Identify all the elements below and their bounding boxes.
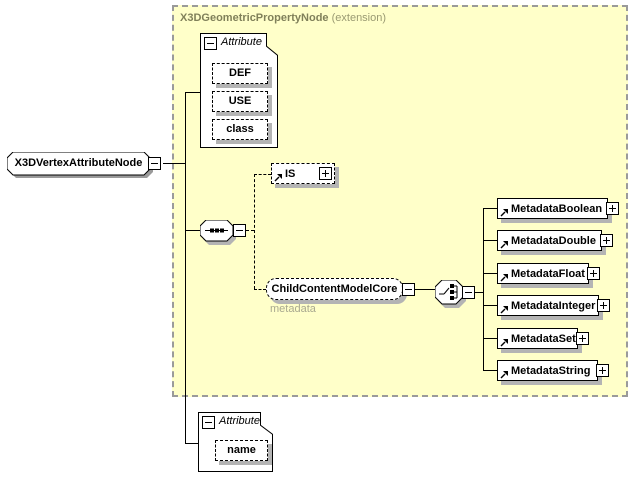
connector-metadata-5 bbox=[483, 338, 497, 339]
choice-collapse-toggle[interactable] bbox=[462, 286, 475, 299]
attribute-group-top: Attribute DEF USE class bbox=[200, 33, 278, 148]
childcontentmodelcore-collapse-toggle[interactable] bbox=[402, 283, 415, 296]
attribute-group-top-toggle[interactable] bbox=[204, 37, 217, 50]
connector-choice-in bbox=[414, 289, 435, 290]
connector-attr-top bbox=[185, 92, 200, 93]
attribute-group-top-label: Attribute bbox=[221, 36, 262, 48]
connector-attr-bottom bbox=[185, 443, 198, 444]
attribute-group-bottom-toggle[interactable] bbox=[202, 416, 215, 429]
element-metadataset[interactable]: MetadataSet bbox=[497, 328, 578, 349]
element-metadatastring[interactable]: MetadataString bbox=[497, 360, 598, 381]
attribute-group-bottom-label: Attribute bbox=[219, 415, 260, 427]
connector-trunk bbox=[185, 92, 186, 443]
choice-icon bbox=[435, 280, 466, 308]
attribute-use[interactable]: USE bbox=[212, 91, 268, 112]
reference-arrow-icon bbox=[500, 339, 508, 347]
reference-arrow-icon bbox=[500, 371, 508, 379]
element-metadataboolean[interactable]: MetadataBoolean bbox=[497, 198, 608, 219]
connector-metadata-2 bbox=[483, 240, 497, 241]
extension-subtitle: (extension) bbox=[331, 12, 387, 24]
connector-metadata-1 bbox=[483, 208, 497, 209]
connector-metadata-3 bbox=[483, 273, 497, 274]
connector-is bbox=[254, 174, 271, 175]
extension-header: X3DGeometricPropertyNode (extension) bbox=[180, 12, 386, 24]
attribute-group-bottom: Attribute name bbox=[198, 412, 273, 472]
metadataset-expand-toggle[interactable] bbox=[576, 332, 589, 345]
attribute-name[interactable]: name bbox=[215, 440, 268, 461]
root-element-label: X3DVertexAttributeNode bbox=[14, 157, 143, 169]
choice-symbol[interactable] bbox=[435, 280, 468, 310]
sequence-symbol[interactable] bbox=[200, 220, 238, 247]
sequence-icon bbox=[200, 220, 236, 245]
extension-title: X3DGeometricPropertyNode bbox=[180, 12, 329, 24]
sequence-collapse-toggle[interactable] bbox=[233, 224, 246, 237]
metadatastring-label: MetadataString bbox=[511, 365, 591, 377]
metadatainteger-expand-toggle[interactable] bbox=[597, 299, 610, 312]
connector-choice-out bbox=[475, 292, 483, 293]
metadatadouble-label: MetadataDouble bbox=[511, 235, 596, 247]
connector-metadata-4 bbox=[483, 305, 497, 306]
metadatafloat-expand-toggle[interactable] bbox=[587, 267, 600, 280]
reference-arrow-icon bbox=[500, 209, 508, 217]
root-element-node[interactable] bbox=[7, 152, 154, 179]
childcontentmodelcore-annotation: metadata bbox=[270, 303, 316, 315]
childcontentmodelcore-label: ChildContentModelCore bbox=[271, 283, 398, 295]
connector-sequence bbox=[185, 230, 200, 231]
connector-metadata-6 bbox=[483, 370, 497, 371]
reference-arrow-icon bbox=[274, 174, 282, 182]
root-collapse-toggle[interactable] bbox=[148, 157, 161, 170]
connector-childcontent bbox=[254, 289, 266, 290]
metadatadouble-expand-toggle[interactable] bbox=[600, 234, 613, 247]
metadataset-label: MetadataSet bbox=[511, 333, 576, 345]
reference-arrow-icon bbox=[500, 306, 508, 314]
metadataboolean-label: MetadataBoolean bbox=[511, 203, 603, 215]
metadatainteger-label: MetadataInteger bbox=[511, 300, 596, 312]
element-is[interactable]: IS bbox=[271, 163, 335, 184]
element-metadatainteger[interactable]: MetadataInteger bbox=[497, 295, 599, 316]
element-metadatafloat[interactable]: MetadataFloat bbox=[497, 263, 589, 284]
connector-optional-trunk bbox=[254, 174, 255, 289]
attribute-def[interactable]: DEF bbox=[212, 63, 268, 84]
connector-root bbox=[163, 163, 185, 164]
connector-sequence-out bbox=[246, 230, 254, 231]
reference-arrow-icon bbox=[500, 241, 508, 249]
element-metadatadouble[interactable]: MetadataDouble bbox=[497, 230, 602, 251]
element-is-label: IS bbox=[285, 168, 296, 180]
is-expand-toggle[interactable] bbox=[319, 167, 332, 180]
group-childcontentmodelcore[interactable]: ChildContentModelCore bbox=[266, 278, 403, 300]
attribute-class[interactable]: class bbox=[212, 119, 268, 140]
reference-arrow-icon bbox=[500, 274, 508, 282]
metadatafloat-label: MetadataFloat bbox=[511, 268, 585, 280]
metadatastring-expand-toggle[interactable] bbox=[596, 364, 609, 377]
metadataboolean-expand-toggle[interactable] bbox=[606, 202, 619, 215]
root-element-shape bbox=[7, 152, 153, 178]
connector-metadata-trunk bbox=[483, 208, 484, 370]
